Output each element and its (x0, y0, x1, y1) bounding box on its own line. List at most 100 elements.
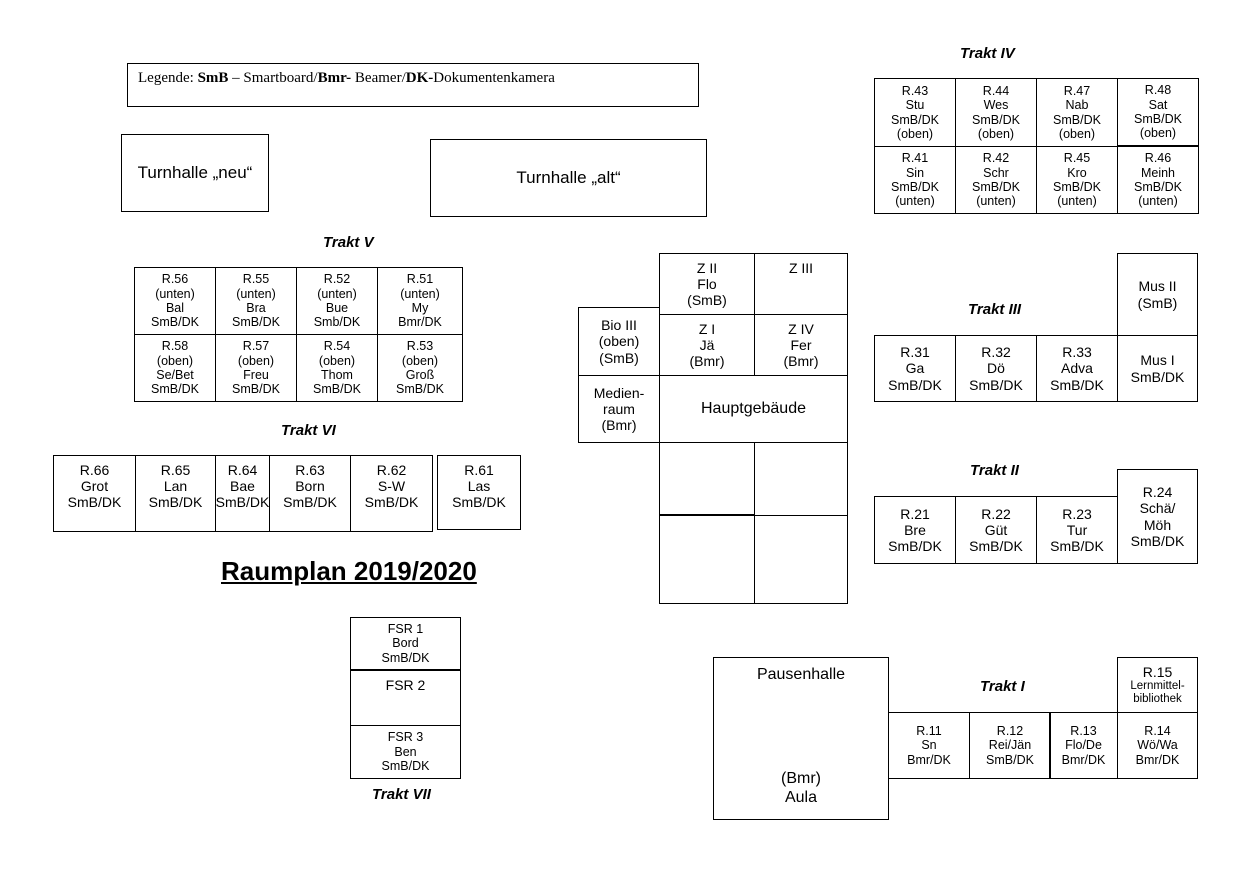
room-number: R.33 (1062, 344, 1092, 361)
teacher: Fer (790, 336, 812, 353)
equipment: SmB/DK (67, 494, 122, 511)
room-number: R.22 (981, 505, 1011, 522)
room-number: R.51 (406, 272, 434, 287)
gym-old-label: Turnhalle „alt“ (516, 168, 621, 188)
trakt-6-title: Trakt VI (281, 422, 336, 439)
room-number: R.12 (996, 723, 1024, 738)
teacher: Wö/Wa (1137, 738, 1178, 753)
room-number: R.23 (1062, 505, 1092, 522)
equipment: SmB/DK (151, 315, 199, 330)
equipment: SmB/DK (888, 538, 942, 555)
room-number: R.46 (1144, 151, 1172, 166)
room-number: R.45 (1063, 151, 1091, 166)
legend-smb-desc: – Smartboard/ (228, 70, 318, 86)
equipment: (Bmr) (783, 353, 819, 370)
teacher: Ben (394, 744, 417, 759)
legend-bmr: Bmr- (317, 70, 352, 86)
teacher: Schr (983, 165, 1009, 180)
room-number: R.32 (981, 344, 1011, 361)
room-number: R.66 (79, 462, 110, 478)
floor: (oben) (237, 353, 275, 368)
room-label-1: Medien- (593, 384, 645, 401)
room-number: Z IV (788, 320, 814, 337)
teacher: Ga (905, 360, 925, 377)
room-number: R.24 (1142, 484, 1173, 501)
trakt-4-title: Trakt IV (960, 45, 1015, 62)
equipment: SmB/DK (1134, 180, 1182, 194)
equipment: SmB/DK (232, 382, 280, 397)
equipment: (Bmr) (601, 417, 637, 434)
equipment: SmB/DK (986, 752, 1034, 767)
aula-equipment: (Bmr) (781, 770, 821, 788)
equipment: (SmB) (1137, 294, 1178, 311)
room-number: R.62 (376, 462, 407, 478)
equipment: SmB/DK (148, 494, 203, 511)
legend-smb: SmB (197, 70, 229, 86)
teacher: Bae (230, 478, 255, 495)
equipment: SmB/DK (969, 376, 1023, 393)
teacher: My (411, 301, 429, 315)
floor: (oben) (977, 126, 1015, 141)
trakt-1-title: Trakt I (980, 678, 1025, 695)
teacher: Meinh (1140, 165, 1176, 180)
equipment: Bmr/DK (398, 315, 442, 330)
teacher: Groß (405, 368, 435, 382)
floor: (unten) (895, 194, 935, 209)
room-number: R.65 (160, 462, 191, 478)
room-empty-1 (659, 442, 755, 516)
teacher: Flo/De (1065, 738, 1102, 753)
floor: (unten) (155, 286, 195, 301)
equipment: SmB/DK (1134, 112, 1182, 126)
floor: (unten) (400, 286, 440, 301)
room-label-2: raum (603, 400, 635, 417)
floor: (oben) (156, 353, 194, 368)
teacher: Jä (699, 336, 715, 353)
equipment: (SmB) (599, 349, 639, 366)
legend-box: Legende: SmB – Smartboard/Bmr- Beamer/DK… (127, 63, 699, 107)
legend-prefix: Legende: (138, 70, 198, 86)
trakt-3-title: Trakt III (968, 301, 1022, 318)
equipment: SmB/DK (969, 538, 1023, 555)
room-number: R.48 (1144, 83, 1172, 98)
equipment: SmB/DK (1050, 538, 1104, 555)
floor: (oben) (401, 353, 439, 368)
trakt-5-title: Trakt V (323, 234, 374, 251)
room-number: FSR 1 (387, 621, 424, 636)
main-hall-label: Hauptgebäude (701, 399, 806, 417)
equipment: (SmB) (687, 292, 727, 309)
teacher: Se/Bet (156, 368, 194, 382)
teacher: Freu (243, 368, 269, 382)
room-number: R.41 (901, 151, 929, 166)
floor: (unten) (1057, 194, 1097, 209)
room-number: R.63 (295, 462, 325, 478)
teacher: Bord (392, 636, 419, 651)
teacher: Rei/Jän (988, 738, 1032, 753)
equipment: SmB/DK (283, 494, 337, 511)
trakt-2-title: Trakt II (970, 462, 1019, 479)
room-label-1: Lernmittel- (1130, 679, 1185, 692)
equipment: Smb/DK (313, 315, 361, 330)
room-number: R.64 (227, 462, 258, 478)
pausenhalle-label: Pausenhalle (756, 666, 846, 683)
room-mus2: Mus II(SmB) (1117, 253, 1198, 336)
pausenhalle-aula: Pausenhalle (Bmr) Aula (713, 657, 889, 820)
teacher-2: Möh (1143, 516, 1172, 533)
room-number: R.11 (916, 723, 942, 738)
room-number: R.58 (161, 339, 189, 354)
teacher: Dö (987, 360, 1005, 377)
